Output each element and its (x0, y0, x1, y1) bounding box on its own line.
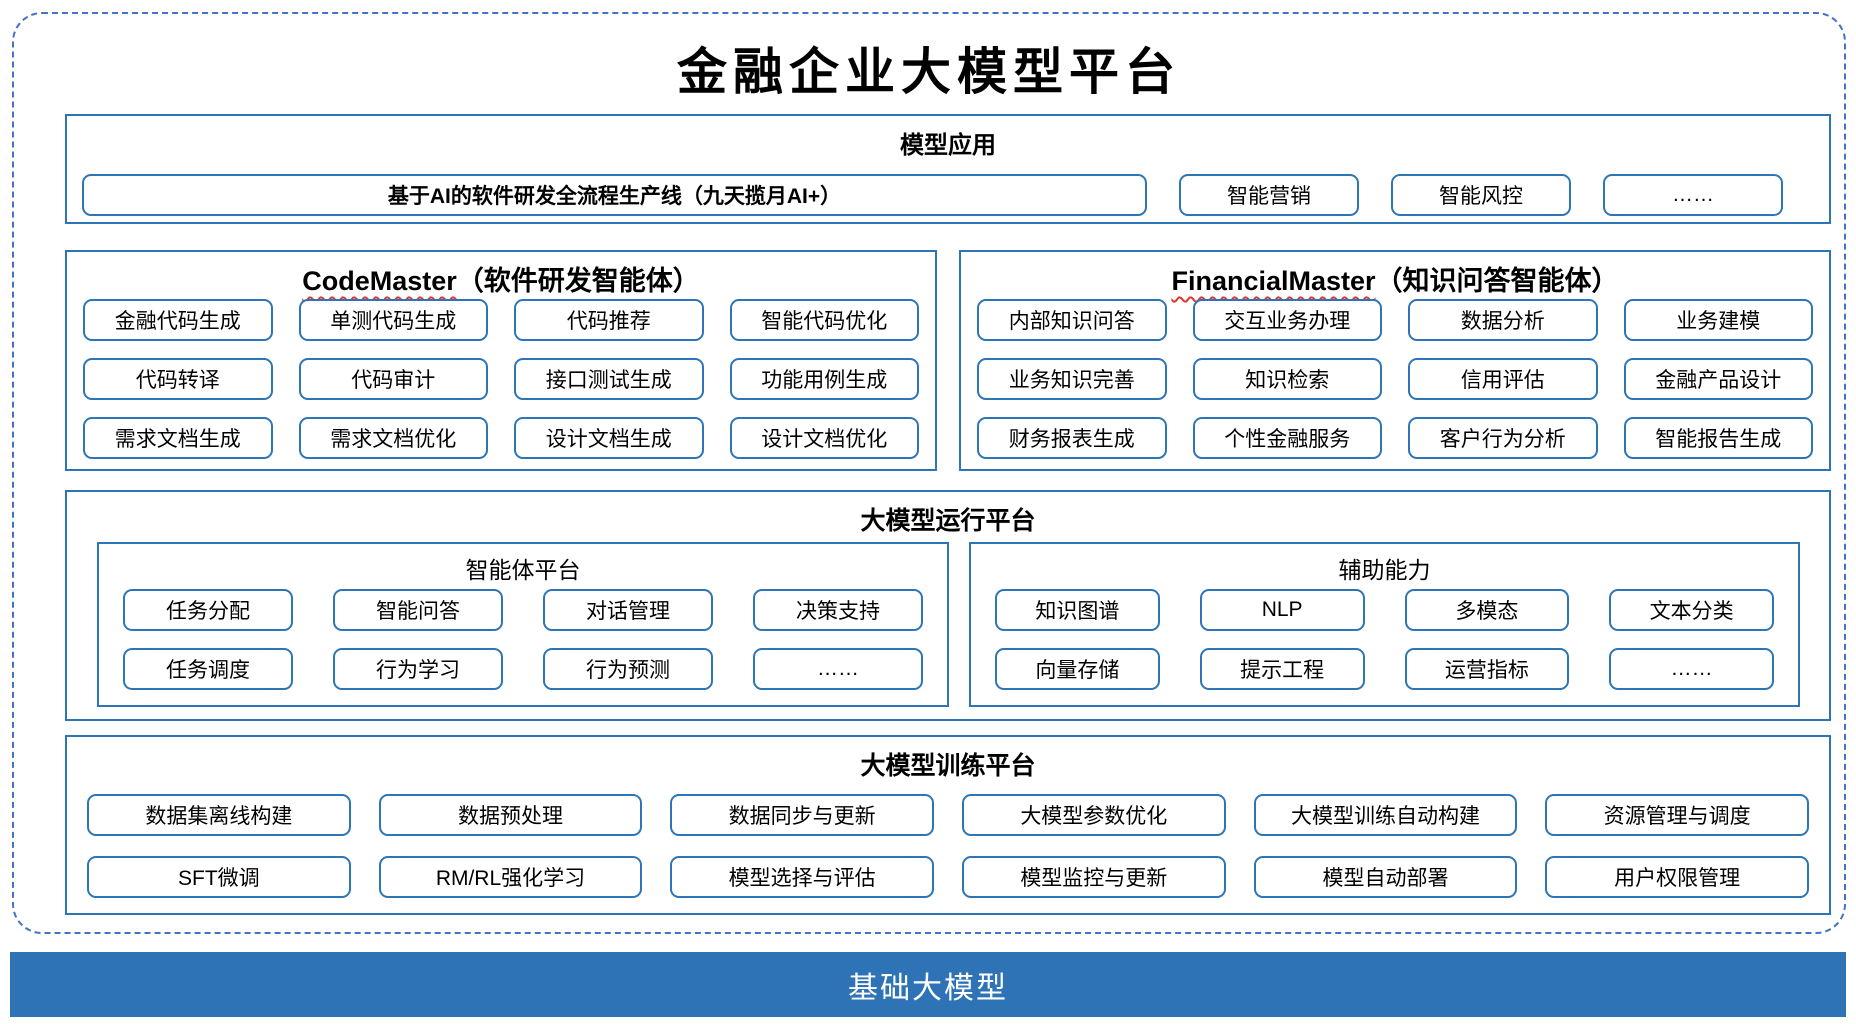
capability-box: 任务分配 (123, 589, 293, 631)
capability-box: 智能问答 (333, 589, 503, 631)
codemaster-title-en: CodeMaster (302, 266, 457, 296)
section-financialmaster: FinancialMaster（知识问答智能体） 内部知识问答 交互业务办理 数… (959, 250, 1831, 471)
section-title-model-application: 模型应用 (900, 132, 996, 159)
capability-box: 模型监控与更新 (961, 856, 1226, 898)
capability-box: 用户权限管理 (1545, 856, 1809, 898)
training-platform-grid: 数据集离线构建 数据预处理 数据同步与更新 大模型参数优化 大模型训练自动构建 … (67, 794, 1829, 898)
capability-box: 行为学习 (333, 648, 503, 690)
section-title-training-platform: 大模型训练平台 (860, 752, 1036, 780)
capability-box: 业务建模 (1623, 299, 1813, 341)
financialmaster-title-zh: （知识问答智能体） (1375, 266, 1619, 296)
capability-box: 代码推荐 (514, 299, 704, 341)
capability-box: 智能风控 (1391, 174, 1571, 216)
capability-box: 数据同步与更新 (670, 794, 934, 836)
section-model-application: 模型应用 基于AI的软件研发全流程生产线（九天揽月AI+） 智能营销 智能风控 … (65, 114, 1831, 224)
capability-box: 业务知识完善 (977, 358, 1167, 400)
capability-box: 数据分析 (1408, 299, 1598, 341)
capability-box: 设计文档优化 (729, 417, 919, 459)
capability-box: 智能营销 (1179, 174, 1359, 216)
capability-box: 金融代码生成 (83, 299, 273, 341)
capability-box: 行为预测 (543, 648, 713, 690)
capability-box-ellipsis: …… (1603, 174, 1783, 216)
capability-box: NLP (1199, 589, 1365, 631)
capability-box-ellipsis: …… (753, 648, 923, 690)
section-training-platform: 大模型训练平台 数据集离线构建 数据预处理 数据同步与更新 大模型参数优化 大模… (65, 735, 1831, 915)
capability-box: 向量存储 (995, 648, 1160, 690)
model-application-row: 基于AI的软件研发全流程生产线（九天揽月AI+） 智能营销 智能风控 …… (67, 174, 1829, 216)
capability-box: 模型自动部署 (1253, 856, 1518, 898)
financialmaster-title-en: FinancialMaster (1171, 266, 1376, 296)
capability-box: 代码转译 (83, 358, 273, 400)
codemaster-title-zh: （软件研发智能体） (456, 266, 700, 296)
capability-box: 智能代码优化 (729, 299, 919, 341)
subsection-title-agent-platform: 智能体平台 (465, 557, 581, 583)
capability-box: 财务报表生成 (977, 417, 1167, 459)
capability-box: 多模态 (1404, 589, 1570, 631)
capability-box-ai-pipeline: 基于AI的软件研发全流程生产线（九天揽月AI+） (82, 174, 1147, 216)
capability-box: 模型选择与评估 (670, 856, 934, 898)
codemaster-grid: 金融代码生成 单测代码生成 代码推荐 智能代码优化 代码转译 代码审计 接口测试… (67, 299, 935, 459)
capability-box: 提示工程 (1199, 648, 1365, 690)
capability-box: 大模型参数优化 (961, 794, 1226, 836)
section-title-codemaster: CodeMaster（软件研发智能体） (67, 252, 935, 298)
capability-box: 任务调度 (123, 648, 293, 690)
subsection-aux-capability: 辅助能力 知识图谱 NLP 多模态 文本分类 向量存储 提示工程 运营指标 …… (969, 542, 1800, 707)
capability-box: 资源管理与调度 (1545, 794, 1809, 836)
capability-box: 客户行为分析 (1408, 417, 1598, 459)
capability-box: 决策支持 (753, 589, 923, 631)
capability-box: 对话管理 (543, 589, 713, 631)
page-title: 金融企业大模型平台 (677, 42, 1181, 101)
capability-box: 数据预处理 (378, 794, 643, 836)
capability-box: 文本分类 (1609, 589, 1774, 631)
capability-box: 需求文档生成 (83, 417, 273, 459)
capability-box: 设计文档生成 (514, 417, 704, 459)
aux-capability-grid: 知识图谱 NLP 多模态 文本分类 向量存储 提示工程 运营指标 …… (971, 589, 1798, 690)
subsection-agent-platform: 智能体平台 任务分配 智能问答 对话管理 决策支持 任务调度 行为学习 行为预测… (97, 542, 949, 707)
capability-box-ellipsis: …… (1609, 648, 1774, 690)
capability-box: 个性金融服务 (1192, 417, 1382, 459)
capability-box: 交互业务办理 (1192, 299, 1382, 341)
capability-box: 大模型训练自动构建 (1253, 794, 1518, 836)
capability-box: RM/RL强化学习 (378, 856, 643, 898)
capability-box: 运营指标 (1404, 648, 1570, 690)
capability-box: 功能用例生成 (729, 358, 919, 400)
section-title-financialmaster: FinancialMaster（知识问答智能体） (961, 252, 1829, 298)
base-model-bar-label: 基础大模型 (848, 971, 1008, 1005)
capability-box: 知识检索 (1192, 358, 1382, 400)
capability-box: 内部知识问答 (977, 299, 1167, 341)
section-title-runtime-platform: 大模型运行平台 (860, 507, 1036, 535)
capability-box: 需求文档优化 (298, 417, 488, 459)
capability-box: 数据集离线构建 (87, 794, 351, 836)
capability-box: 接口测试生成 (514, 358, 704, 400)
capability-box: 单测代码生成 (298, 299, 488, 341)
capability-box: 智能报告生成 (1623, 417, 1813, 459)
capability-box: SFT微调 (87, 856, 351, 898)
agent-platform-grid: 任务分配 智能问答 对话管理 决策支持 任务调度 行为学习 行为预测 …… (99, 589, 947, 690)
capability-box: 代码审计 (298, 358, 488, 400)
financialmaster-grid: 内部知识问答 交互业务办理 数据分析 业务建模 业务知识完善 知识检索 信用评估… (961, 299, 1829, 459)
capability-box: 信用评估 (1408, 358, 1598, 400)
capability-box: 知识图谱 (995, 589, 1160, 631)
base-model-bar: 基础大模型 (10, 952, 1846, 1017)
section-runtime-platform: 大模型运行平台 智能体平台 任务分配 智能问答 对话管理 决策支持 任务调度 行… (65, 490, 1831, 721)
subsection-title-aux-capability: 辅助能力 (1338, 557, 1431, 583)
platform-outer-border: 金融企业大模型平台 模型应用 基于AI的软件研发全流程生产线（九天揽月AI+） … (12, 12, 1846, 934)
section-codemaster: CodeMaster（软件研发智能体） 金融代码生成 单测代码生成 代码推荐 智… (65, 250, 937, 471)
capability-box: 金融产品设计 (1623, 358, 1813, 400)
